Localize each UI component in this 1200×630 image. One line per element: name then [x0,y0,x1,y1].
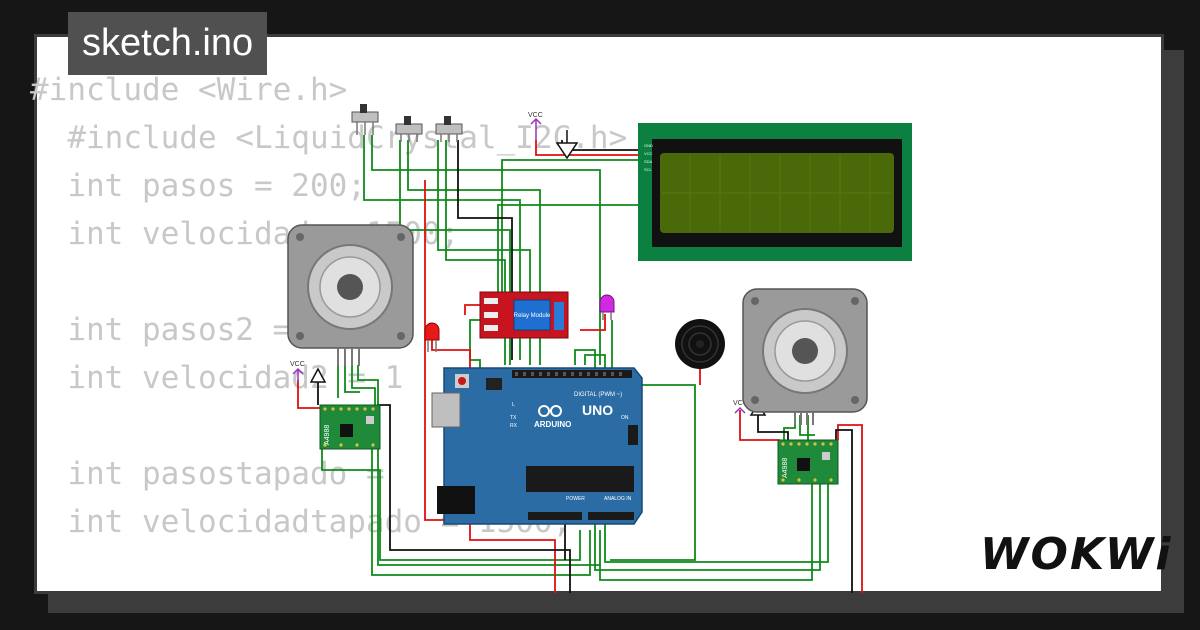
a4988-driver[interactable]: A4988 [777,439,839,485]
stepper-motor[interactable] [287,224,414,366]
a4988-driver[interactable]: A4988 [319,404,381,450]
lcd-pin-label: SCL [644,167,653,172]
arduino-uno-board[interactable]: DIGITAL (PWM ~) UNO ARDUINO ANALOG IN PO… [431,367,643,525]
on-led-label: ON [621,415,629,421]
relay-label: Relay Module [514,313,551,319]
tx-led-label: TX [510,415,517,421]
relay-module[interactable]: Relay Module [479,291,569,339]
code-line: int pasos = 200; [30,168,366,204]
buzzer[interactable] [675,319,725,369]
slide-switch[interactable] [351,104,379,135]
driver-label: A4988 [782,458,789,478]
wokwi-logo: WOKWi [980,529,1170,580]
analog-header-label: ANALOG IN [604,496,632,502]
code-line: #include <Wire.h> [30,72,348,108]
ground-symbol [555,130,579,160]
lcd-pin-label: SDA [644,159,653,164]
stepper-motor[interactable] [742,288,868,425]
purple-led[interactable] [599,294,615,320]
lcd-pin-label: VCC [644,151,653,156]
vcc-label: VCC [290,361,305,368]
slide-switch[interactable] [395,116,423,142]
code-line: #include <LiquidCrystal_I2C.h> [30,120,628,156]
lcd-pin-label: GND [644,143,653,148]
ground-symbol [309,367,327,383]
driver-label: A4988 [324,425,331,445]
board-model-label: UNO [582,402,613,418]
red-led[interactable] [424,322,440,352]
vcc-symbol: VCC [290,361,305,382]
vcc-symbol: VCC [528,112,543,140]
rx-led-label: RX [510,423,518,429]
brand-wordmark: WOKWi [980,529,1172,580]
vcc-symbol: VCC [733,400,748,414]
vcc-label: VCC [733,400,748,407]
lcd-display[interactable]: GND VCC SDA SCL [638,123,912,261]
vcc-label: VCC [528,112,543,119]
slide-switch[interactable] [435,116,463,142]
board-brand-label: ARDUINO [534,420,571,429]
digital-header-label: DIGITAL (PWM ~) [574,392,622,398]
sketch-title: sketch.ino [68,12,268,75]
l-led-label: L [512,402,515,408]
power-header-label: POWER [566,496,585,502]
